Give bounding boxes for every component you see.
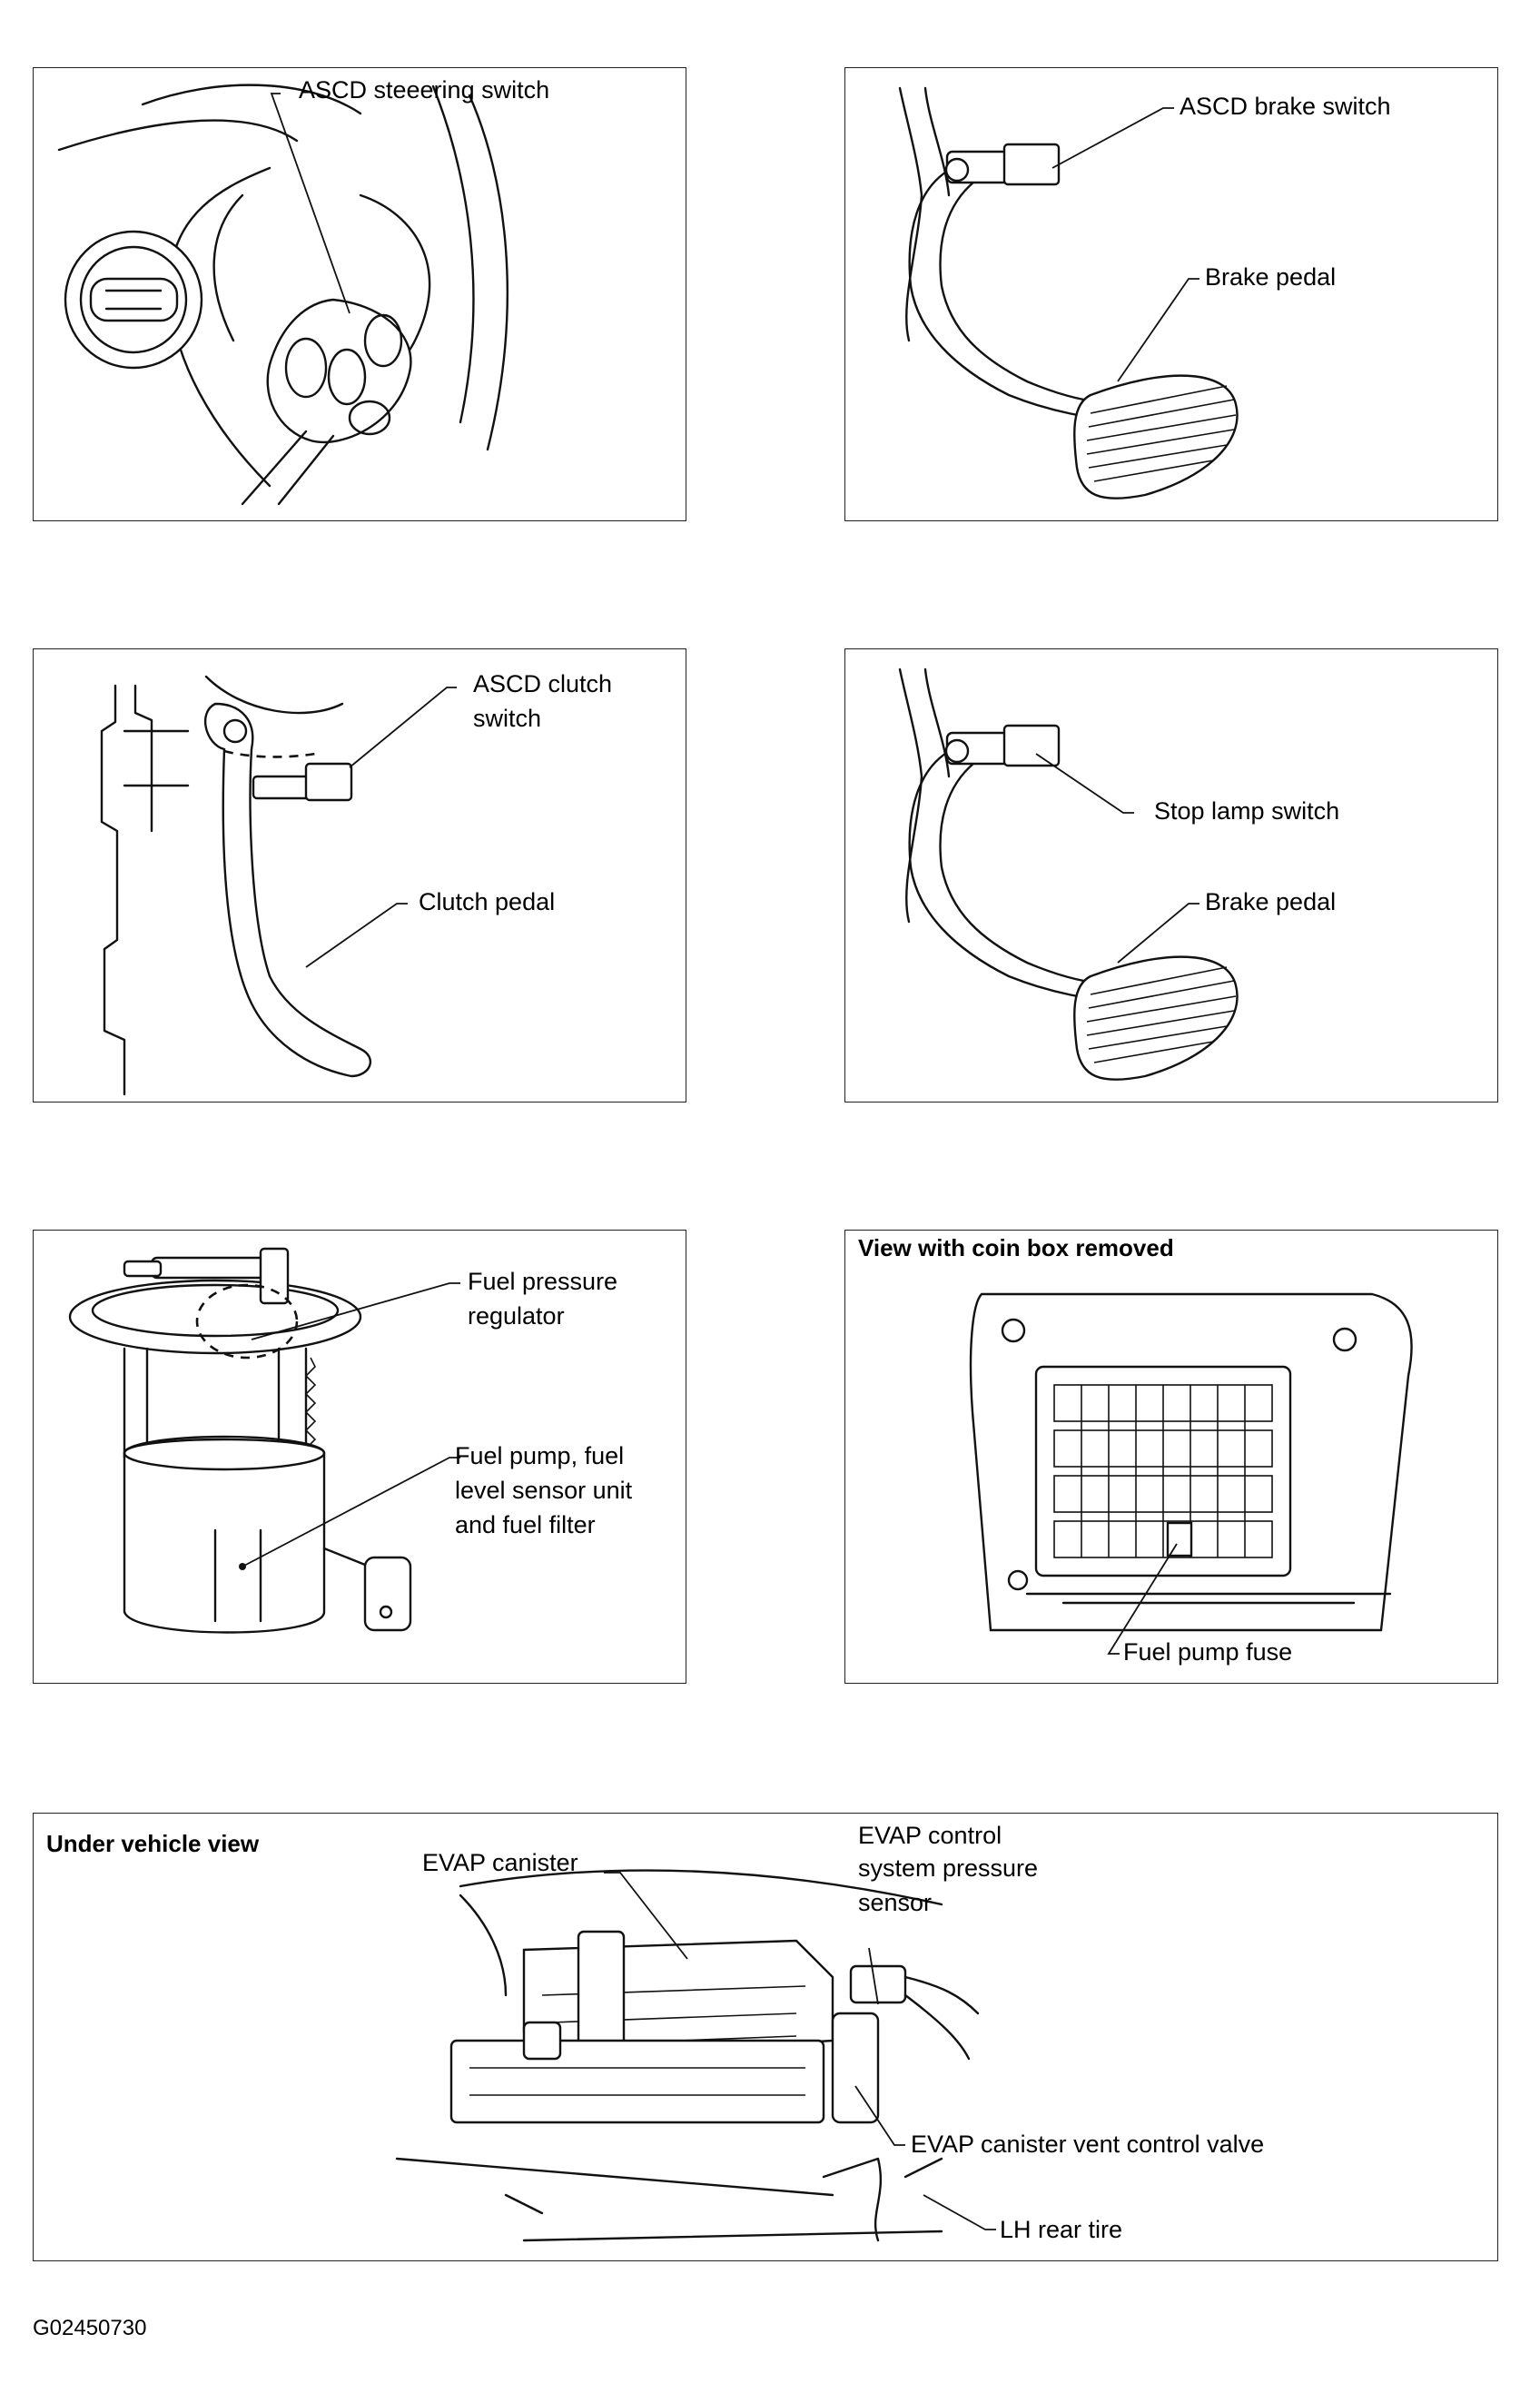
panel-ascd-clutch-switch: ASCD clutch switch Clutch pedal: [33, 648, 686, 1103]
clutch-pedal-arm: [204, 702, 371, 1078]
label-evap-canister: EVAP canister: [422, 1849, 578, 1876]
label-level-sensor-unit: level sensor unit: [455, 1477, 633, 1504]
panel-stop-lamp-switch: Stop lamp switch Brake pedal: [844, 648, 1498, 1103]
label-fuel-pump-fuel: Fuel pump, fuel: [455, 1442, 625, 1469]
clutch-pedal-illustration: [100, 675, 457, 1096]
label-switch: switch: [473, 705, 542, 732]
fuse-block-illustration: [969, 1292, 1413, 1655]
label-fuel-pump-fuse: Fuel pump fuse: [1123, 1638, 1293, 1666]
stop-lamp-pedal-illustration: [898, 667, 1239, 1081]
pump-canister: [123, 1438, 326, 1634]
label-lh-rear-tire: LH rear tire: [1000, 2216, 1123, 2243]
label-regulator: regulator: [468, 1302, 565, 1330]
panel-coin-box-removed: View with coin box removed Fuel pump fus…: [844, 1230, 1498, 1684]
label-brake-pedal-2: Brake pedal: [1205, 888, 1337, 915]
regulator-dashed-outline: [195, 1283, 299, 1360]
label-clutch-pedal: Clutch pedal: [419, 888, 556, 915]
label-and-fuel-filter: and fuel filter: [455, 1511, 596, 1538]
label-evap-vent-valve: EVAP canister vent control valve: [911, 2131, 1265, 2158]
label-ascd-brake-switch: ASCD brake switch: [1180, 93, 1391, 120]
panel-header-coin-box: View with coin box removed: [858, 1234, 1174, 1261]
evap-pressure-sensor: [849, 1964, 907, 2004]
switch-pad: [266, 298, 412, 444]
label-ascd-steering-switch: ASCD steeering switch: [299, 76, 550, 104]
steering-wheel-illustration: [57, 84, 509, 506]
panel-fuel-pump: Fuel pressure regulator Fuel pump, fuel …: [33, 1230, 686, 1684]
label-fuel-pressure: Fuel pressure: [468, 1268, 618, 1295]
panel-ascd-brake-switch: ASCD brake switch Brake pedal: [844, 67, 1498, 521]
label-brake-pedal: Brake pedal: [1205, 263, 1337, 291]
clutch-switch-body: [304, 762, 353, 802]
fuel-pump-illustration: [68, 1247, 460, 1634]
label-ascd-clutch: ASCD clutch: [473, 670, 613, 697]
label-stop-lamp-switch: Stop lamp switch: [1154, 797, 1340, 825]
brake-pedal-illustration: [898, 86, 1239, 499]
panel-header-under-vehicle: Under vehicle view: [46, 1830, 260, 1857]
label-system-pressure: system pressure: [858, 1854, 1039, 1882]
fuse-grid: [1053, 1384, 1273, 1558]
fuel-pump-fuse: [1166, 1521, 1193, 1557]
panel-under-vehicle-view: Under vehicle view EVAP canister EVAP co…: [33, 1813, 1498, 2261]
label-sensor: sensor: [858, 1889, 933, 1916]
panel-ascd-steering-switch: ASCD steeering switch: [33, 67, 686, 521]
pump-flange: [68, 1279, 362, 1355]
label-evap-control: EVAP control: [858, 1822, 1002, 1849]
level-sensor-float: [363, 1556, 412, 1632]
evap-vent-control-valve: [831, 2012, 880, 2124]
figure-id: G02450730: [33, 2316, 147, 2340]
evap-canister-illustration: [395, 1869, 996, 2242]
